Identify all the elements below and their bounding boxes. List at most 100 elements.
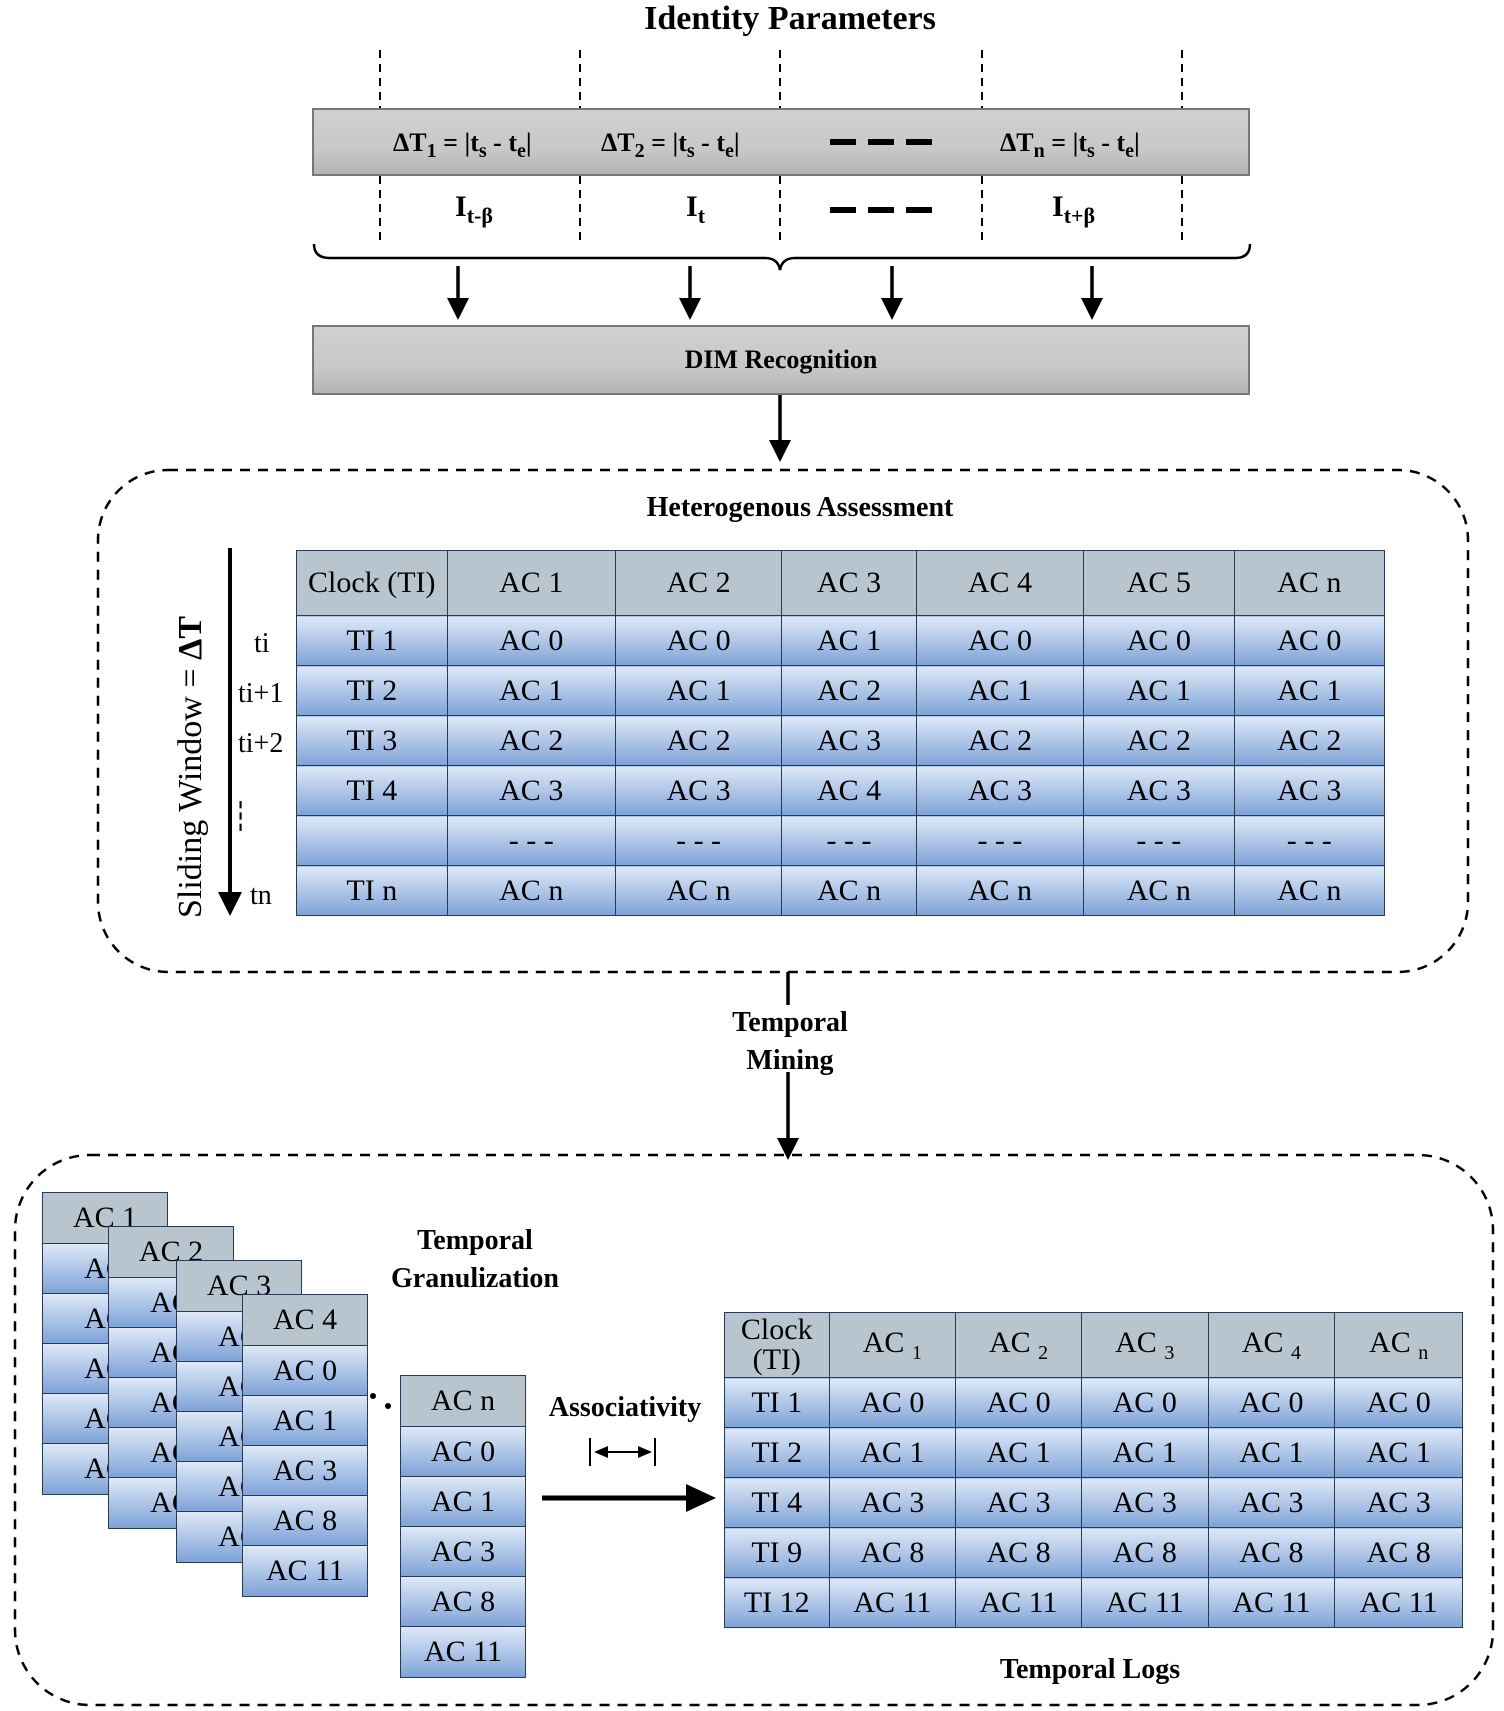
table-cell: AC 3: [1083, 765, 1235, 816]
table-cell: AC 8: [828, 1527, 957, 1578]
table-cell: AC 3: [915, 765, 1085, 816]
table-cell: AC 4: [781, 765, 917, 816]
table-cell: AC 0: [1080, 1377, 1209, 1428]
logs-header: AC 3: [1080, 1312, 1209, 1378]
table-cell: AC 0: [1207, 1377, 1336, 1428]
table-cell: AC 0: [1233, 615, 1386, 666]
logs-frame: [13, 1153, 1495, 1707]
table-cell: TI 9: [724, 1527, 830, 1578]
table-cell: - - -: [781, 815, 917, 866]
logs-header: AC n: [1334, 1312, 1463, 1378]
table-cell: AC 2: [1233, 715, 1386, 766]
dim-recognition-bar: DIM Recognition: [312, 325, 1250, 395]
table-cell: AC 8: [1334, 1527, 1463, 1578]
stack-cell: AC 0: [243, 1346, 367, 1396]
granule-stack-ac4: AC 4 AC 0 AC 1 AC 3 AC 8 AC 11: [242, 1294, 368, 1597]
hetero-table: Clock (TI) AC 1 AC 2 AC 3 AC 4 AC 5 AC n…: [296, 550, 1386, 916]
hetero-header: AC 1: [446, 550, 616, 616]
table-cell: AC 11: [828, 1577, 957, 1628]
table-cell: AC 3: [1207, 1477, 1336, 1528]
time-label: tn: [250, 880, 272, 911]
stack-cell: AC 3: [243, 1446, 367, 1496]
time-label: ---: [227, 800, 258, 834]
table-cell: AC 2: [781, 665, 917, 716]
table-cell: AC 3: [446, 765, 616, 816]
hetero-header: AC 4: [915, 550, 1085, 616]
table-cell: AC 0: [614, 615, 783, 666]
dash-mark: [830, 139, 856, 145]
logs-header: AC 1: [828, 1312, 957, 1378]
grouping-brace: [312, 243, 1252, 271]
table-cell: AC 1: [915, 665, 1085, 716]
stack-header: AC 4: [243, 1295, 367, 1346]
temporal-logs-title: Temporal Logs: [999, 1654, 1181, 1685]
stack-cell: AC 3: [401, 1527, 525, 1577]
identity-label-1: It-β: [455, 190, 493, 228]
stack-cell: AC 1: [243, 1396, 367, 1446]
table-cell: AC 1: [1334, 1427, 1463, 1478]
sliding-window-label: Sliding Window = ΔT: [172, 615, 209, 918]
stack-cell: AC 8: [243, 1496, 367, 1546]
table-cell: AC 2: [446, 715, 616, 766]
table-row: - - -- - -- - -- - -- - -- - -: [296, 815, 1386, 866]
table-cell: AC 1: [828, 1427, 957, 1478]
hetero-header: AC n: [1233, 550, 1386, 616]
table-cell: AC 11: [1207, 1577, 1336, 1628]
table-cell: AC 3: [828, 1477, 957, 1528]
delta-cell-2: ΔT2 = |ts - te|: [601, 128, 740, 163]
table-cell: - - -: [1083, 815, 1235, 866]
time-label: ti: [254, 628, 270, 659]
temporal-mining-label: Temporal Mining: [690, 1004, 890, 1080]
table-cell: TI 2: [296, 665, 448, 716]
table-cell: AC 1: [446, 665, 616, 716]
dim-label: DIM Recognition: [684, 345, 878, 374]
table-cell: AC 3: [1233, 765, 1386, 816]
delta-cell-n: ΔTn = |ts - te|: [1000, 128, 1140, 163]
stack-header: AC n: [401, 1376, 525, 1427]
time-label: ti+1: [238, 678, 284, 709]
hetero-header: Clock (TI): [296, 550, 448, 616]
table-cell: AC 1: [1207, 1427, 1336, 1478]
table-cell: - - -: [915, 815, 1085, 866]
logs-header: AC 4: [1207, 1312, 1336, 1378]
table-cell: AC 3: [1334, 1477, 1463, 1528]
table-cell: AC 8: [955, 1527, 1082, 1578]
temporal-mining-line: Mining: [746, 1045, 834, 1076]
table-cell: - - -: [446, 815, 616, 866]
table-cell: AC 0: [1334, 1377, 1463, 1428]
table-cell: TI 1: [296, 615, 448, 666]
table-cell: TI 4: [296, 765, 448, 816]
table-cell: AC 8: [1080, 1527, 1209, 1578]
table-cell: AC 0: [1083, 615, 1235, 666]
table-cell: [296, 815, 448, 866]
table-cell: - - -: [1233, 815, 1386, 866]
logs-header: Clock (TI): [724, 1312, 830, 1378]
table-cell: AC 1: [1233, 665, 1386, 716]
hetero-header: AC 2: [614, 550, 783, 616]
table-cell: AC 11: [1080, 1577, 1209, 1628]
hetero-frame: [96, 468, 1470, 974]
table-cell: AC 11: [955, 1577, 1082, 1628]
table-cell: AC 8: [1207, 1527, 1336, 1578]
time-label: ti+2: [238, 728, 284, 759]
table-cell: AC n: [915, 865, 1085, 916]
stack-cell: AC 11: [243, 1546, 367, 1596]
table-cell: TI 1: [724, 1377, 830, 1428]
dash-mark: [906, 139, 932, 145]
table-cell: AC 0: [446, 615, 616, 666]
temporal-mining-line: Temporal: [732, 1007, 848, 1038]
table-cell: AC 3: [781, 715, 917, 766]
table-cell: AC 0: [915, 615, 1085, 666]
hetero-header: AC 5: [1083, 550, 1235, 616]
table-cell: TI n: [296, 865, 448, 916]
table-cell: AC 0: [955, 1377, 1082, 1428]
identity-label-2: It: [686, 190, 706, 228]
table-cell: TI 2: [724, 1427, 830, 1478]
